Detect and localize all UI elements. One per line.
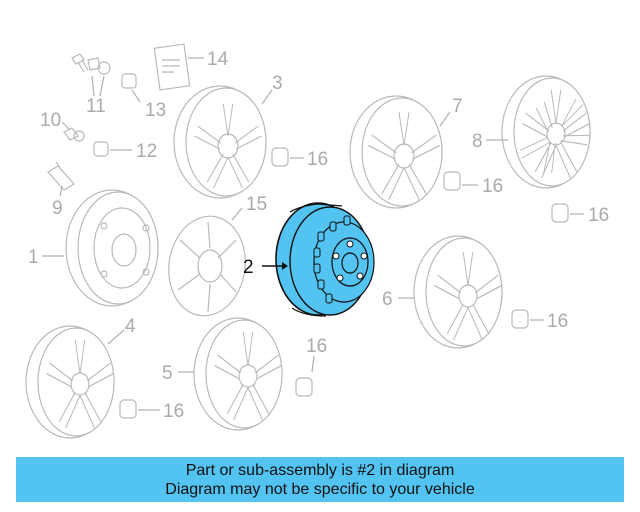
callout-14: 14: [207, 49, 229, 70]
callout-10: 10: [40, 110, 61, 131]
info-banner: Part or sub-assembly is #2 in diagram Di…: [16, 457, 624, 502]
hub-cap-16-f[interactable]: 16: [295, 336, 327, 397]
callout-16-b: 16: [482, 176, 503, 197]
callout-16-d: 16: [547, 311, 568, 332]
hub-cap-16-c[interactable]: 16: [551, 203, 609, 226]
caption-line-1: Part or sub-assembly is #2 in diagram: [185, 461, 455, 479]
callout-1: 1: [28, 247, 39, 268]
callout-16-c: 16: [588, 205, 609, 226]
hub-cap-16-d[interactable]: 16: [511, 309, 568, 332]
steel-wheel-part-2-highlighted[interactable]: 2: [243, 202, 375, 317]
callout-12: 12: [136, 141, 157, 162]
alloy-wheel-part-7[interactable]: 7: [349, 95, 463, 209]
steel-wheel-part-1[interactable]: 1: [28, 189, 159, 307]
callout-7: 7: [452, 96, 463, 117]
nut-part-13[interactable]: 13: [121, 73, 166, 121]
callout-16-e: 16: [163, 401, 184, 422]
valve-cap-part-11[interactable]: 11: [71, 53, 111, 117]
alloy-wheel-part-8[interactable]: 8: [472, 75, 606, 189]
alloy-wheel-part-3[interactable]: 3: [173, 73, 283, 199]
callout-13: 13: [145, 100, 166, 121]
callout-16-a: 16: [307, 149, 328, 170]
wheel-cover-part-15[interactable]: 15: [162, 194, 267, 321]
callout-9: 9: [52, 198, 63, 219]
callout-8: 8: [472, 131, 483, 152]
valve-part-12[interactable]: 12: [93, 141, 157, 162]
hub-cap-16-e[interactable]: 16: [119, 399, 184, 422]
alloy-wheel-part-4[interactable]: 4: [25, 316, 136, 439]
caption-line-2: Diagram may not be specific to your vehi…: [165, 480, 475, 498]
valve-core-part-10[interactable]: 10: [40, 110, 85, 142]
label-part-14[interactable]: 14: [153, 43, 229, 91]
callout-3: 3: [272, 73, 283, 94]
callout-11: 11: [86, 96, 106, 117]
alloy-wheel-part-6[interactable]: 6: [382, 235, 503, 349]
callout-6: 6: [382, 289, 393, 310]
callout-16-f: 16: [306, 336, 327, 357]
callout-5: 5: [162, 363, 173, 384]
callout-4: 4: [125, 316, 136, 337]
valve-stem-part-9[interactable]: 9: [47, 161, 75, 219]
callout-2: 2: [243, 257, 254, 278]
alloy-wheel-part-5[interactable]: 5: [162, 317, 283, 431]
hub-cap-16-a[interactable]: 16: [271, 147, 328, 170]
hub-cap-16-b[interactable]: 16: [443, 171, 503, 197]
callout-15: 15: [246, 194, 267, 215]
